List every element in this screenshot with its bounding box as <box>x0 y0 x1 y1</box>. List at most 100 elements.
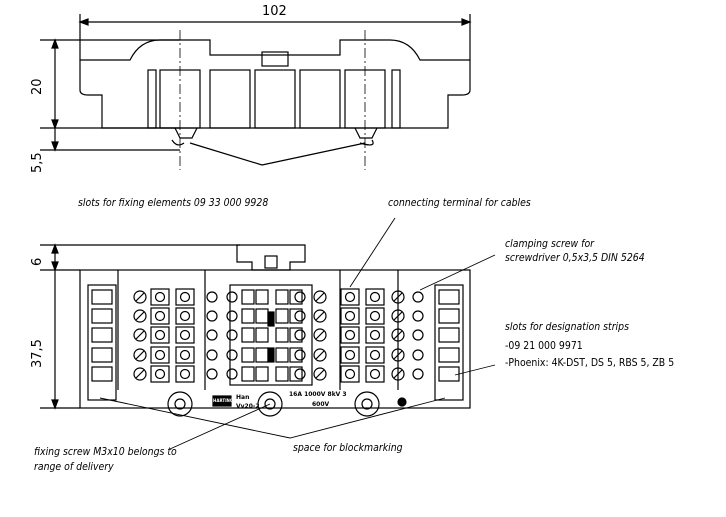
terminal-screw <box>154 291 166 303</box>
connecting-terminal <box>175 365 195 383</box>
screw-slot <box>393 292 403 302</box>
screw <box>313 309 327 323</box>
connecting-terminal <box>150 326 170 344</box>
clamping-screw <box>412 349 424 361</box>
terminal-screw <box>369 310 381 322</box>
label-fixing-screw-1: fixing screw M3x10 belongs to <box>34 445 177 458</box>
screw <box>133 328 147 342</box>
top-body-outline <box>79 39 471 129</box>
clamping-screw <box>226 349 238 361</box>
dimension-width: 102 <box>262 4 287 19</box>
clamping-screw <box>226 310 238 322</box>
dimension-height-front: 37,5 <box>30 339 45 368</box>
strip-cell <box>91 327 113 343</box>
screw <box>313 367 327 381</box>
clamping-screw <box>206 368 218 380</box>
bridge-cell <box>241 327 255 343</box>
terminal-screw <box>154 310 166 322</box>
screw <box>391 309 405 323</box>
terminal-screw <box>154 329 166 341</box>
top-cell <box>147 69 157 129</box>
screw <box>313 290 327 304</box>
screw <box>391 367 405 381</box>
connecting-terminal <box>340 346 360 364</box>
connecting-terminal <box>150 365 170 383</box>
connecting-terminal <box>365 288 385 306</box>
terminal-screw <box>369 329 381 341</box>
label-fixing-slots: slots for fixing elements 09 33 000 9928 <box>78 196 269 209</box>
top-cell <box>391 69 401 129</box>
connecting-terminal <box>175 288 195 306</box>
screw-slot <box>135 350 145 360</box>
bridge-cell <box>255 289 269 305</box>
clamping-screw <box>294 310 306 322</box>
screw <box>391 290 405 304</box>
harting-logo: HARTING <box>213 398 234 403</box>
bridge-cell <box>275 289 289 305</box>
clamping-screw <box>226 291 238 303</box>
label-designation-3: -Phoenix: 4K-DST, DS 5, RBS 5, ZB 5 <box>505 356 675 369</box>
connecting-terminal <box>365 365 385 383</box>
bridge-cell <box>289 366 303 382</box>
strip-cell <box>438 366 460 382</box>
product-ul-voltage: 600V <box>312 401 330 408</box>
clamping-screw <box>294 368 306 380</box>
dimension-offset: 5,5 <box>30 152 45 173</box>
bridge-cell <box>275 327 289 343</box>
screw <box>133 367 147 381</box>
strip-cell <box>438 327 460 343</box>
connecting-terminal <box>175 346 195 364</box>
screw-slot <box>393 311 403 321</box>
designation-strip-slot <box>434 284 464 401</box>
top-cell <box>254 69 296 129</box>
connecting-terminal <box>340 307 360 325</box>
screw-slot <box>315 292 325 302</box>
terminal-screw <box>344 310 356 322</box>
terminal-screw <box>179 291 191 303</box>
clamping-screw <box>294 291 306 303</box>
connecting-terminal <box>150 307 170 325</box>
screw-slot <box>393 369 403 379</box>
label-blockmarking: space for blockmarking <box>293 441 403 454</box>
bridge-cell <box>255 327 269 343</box>
clamping-screw <box>294 329 306 341</box>
clamping-screw <box>412 368 424 380</box>
strip-cell <box>438 289 460 305</box>
screw-slot <box>135 311 145 321</box>
strip-cell <box>91 289 113 305</box>
connecting-terminal <box>365 307 385 325</box>
connecting-terminal <box>340 288 360 306</box>
bridge-cell <box>289 327 303 343</box>
terminal-screw <box>179 349 191 361</box>
connecting-terminal <box>340 365 360 383</box>
label-clamping-screw-2: screwdriver 0,5x3,5 DIN 5264 <box>505 251 645 264</box>
bridge-cell <box>275 308 289 324</box>
screw <box>313 348 327 362</box>
screw-slot <box>393 330 403 340</box>
connecting-terminal <box>150 346 170 364</box>
strip-cell <box>438 347 460 363</box>
bridge-cell <box>241 289 255 305</box>
clamping-screw <box>206 329 218 341</box>
top-cell <box>299 69 341 129</box>
strip-cell <box>91 347 113 363</box>
bridge-cell <box>275 347 289 363</box>
dimension-height-top: 20 <box>30 78 45 95</box>
product-model: Vv20-2 <box>236 403 260 410</box>
clamping-screw <box>206 349 218 361</box>
strip-cell <box>91 366 113 382</box>
bridge-cell <box>289 347 303 363</box>
bridge-cell <box>255 308 269 324</box>
bridge-cell <box>289 308 303 324</box>
top-cell <box>209 69 251 129</box>
clamping-screw <box>412 310 424 322</box>
bridge-cell <box>289 289 303 305</box>
terminal-screw <box>344 329 356 341</box>
screw-slot <box>135 292 145 302</box>
clamping-screw <box>294 349 306 361</box>
clamping-screw <box>412 329 424 341</box>
connecting-terminal <box>150 288 170 306</box>
screw-slot <box>393 350 403 360</box>
terminal-screw <box>344 291 356 303</box>
connecting-terminal <box>365 326 385 344</box>
